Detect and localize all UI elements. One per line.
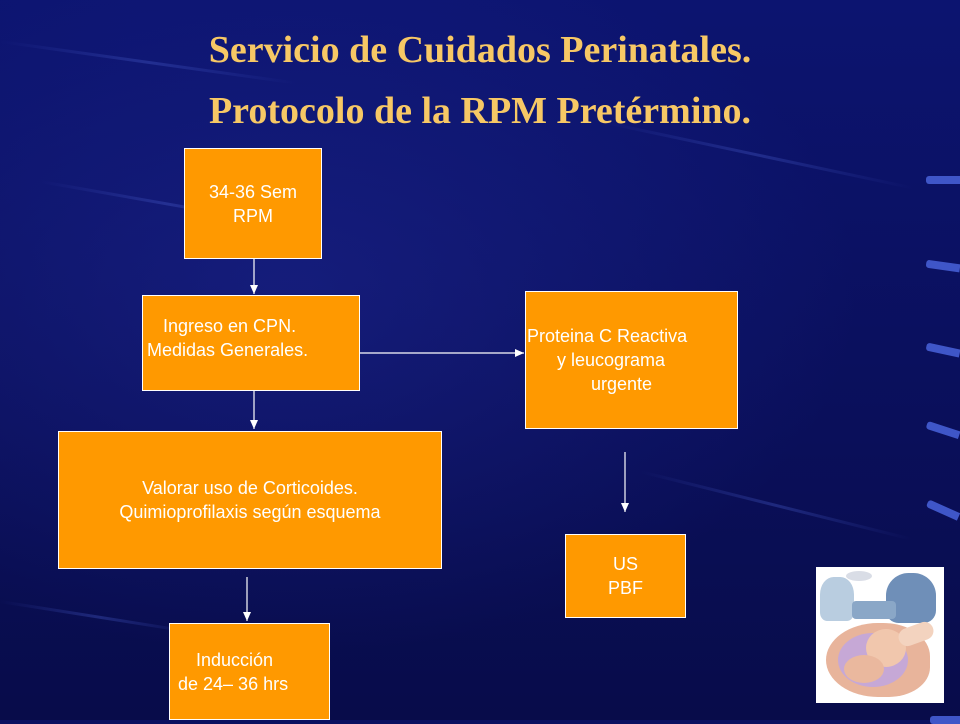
box-start-34-36-weeks: 34-36 Sem RPM bbox=[184, 148, 322, 259]
box-text-line: urgente bbox=[591, 374, 653, 394]
box-treatment: Valorar uso de Corticoides. Quimioprofil… bbox=[58, 431, 442, 569]
edge-accent bbox=[926, 176, 960, 184]
box-text-line: y leucograma bbox=[557, 350, 666, 370]
box-text-line: Ingreso en CPN. bbox=[163, 316, 297, 336]
box-text-line: de 24– 36 hrs bbox=[178, 673, 289, 694]
box-text-line: RPM bbox=[233, 205, 273, 226]
box-text-line: Quimioprofilaxis según esquema bbox=[119, 502, 381, 522]
illustration-table bbox=[852, 601, 896, 619]
illustration-surgeon-left bbox=[820, 577, 854, 621]
surgery-illustration-icon bbox=[816, 567, 944, 703]
box-text-line: Proteina C Reactiva bbox=[527, 326, 688, 346]
slide-title-line-1: Servicio de Cuidados Perinatales. bbox=[208, 29, 752, 71]
box-text-line: Inducción bbox=[196, 649, 274, 670]
box-text-line: Medidas Generales. bbox=[147, 340, 309, 360]
illustration-fetus-body bbox=[844, 655, 884, 683]
illustration-lamp bbox=[846, 571, 872, 581]
box-text-line: 34-36 Sem bbox=[208, 181, 298, 202]
box-ultrasound: US PBF bbox=[565, 534, 686, 618]
box-text-line: Valorar uso de Corticoides. bbox=[142, 478, 358, 498]
box-lab-tests: Proteina C Reactiva y leucograma urgente bbox=[525, 291, 738, 429]
box-admission: Ingreso en CPN. Medidas Generales. bbox=[142, 295, 360, 391]
box-text-line: PBF bbox=[607, 578, 643, 598]
box-text-line: US bbox=[612, 554, 638, 574]
box-induction: Inducción de 24– 36 hrs bbox=[169, 623, 330, 720]
slide-title-line-2: Protocolo de la RPM Pretérmino. bbox=[208, 90, 752, 132]
